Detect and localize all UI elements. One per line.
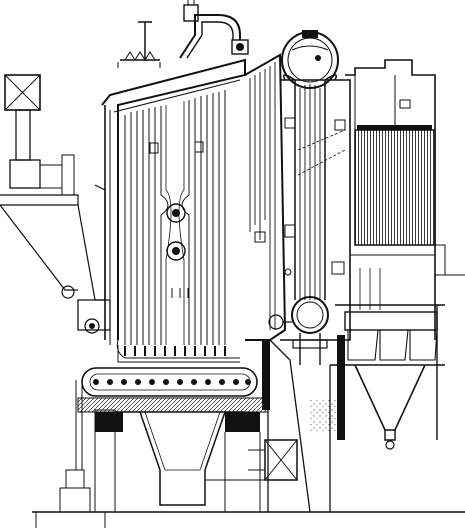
ash-pit-hopper [95, 411, 298, 512]
induced-draft-damper [267, 274, 465, 513]
steam-outlet-pipe [179, 0, 249, 59]
mud-drum [268, 296, 329, 365]
economizer [345, 59, 446, 340]
dust-collector-hopper [310, 305, 445, 450]
boiler-convection-bank [244, 53, 351, 341]
foundation [32, 380, 465, 528]
chain-grate-stoker [77, 340, 270, 413]
coal-hopper [0, 74, 96, 301]
air-preheater [335, 254, 445, 361]
furnace-waterwall [101, 58, 246, 363]
safety-valve [117, 21, 161, 68]
